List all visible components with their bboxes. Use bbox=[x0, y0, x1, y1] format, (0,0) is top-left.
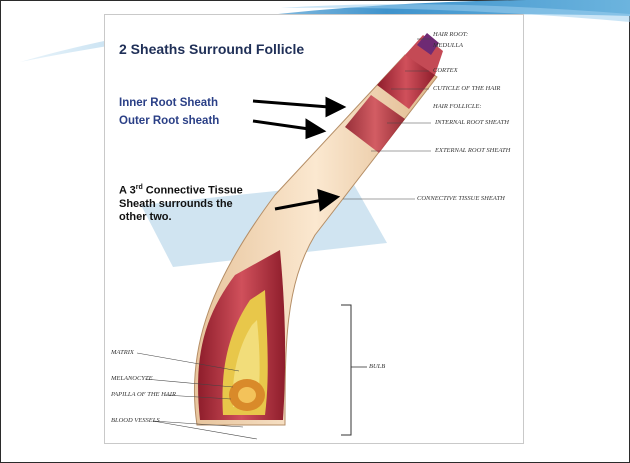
connective-tissue-note: A 3rd Connective Tissue Sheath surrounds… bbox=[119, 181, 299, 224]
outer-root-sheath-label: Outer Root sheath bbox=[119, 115, 219, 127]
label-connective-tissue-sheath: CONNECTIVE TISSUE SHEATH bbox=[417, 195, 505, 202]
label-bulb: BULB bbox=[369, 363, 385, 370]
label-hair-follicle: HAIR FOLLICLE: bbox=[433, 103, 482, 110]
inner-root-sheath-label: Inner Root Sheath bbox=[119, 97, 218, 109]
label-hair-root: HAIR ROOT: bbox=[433, 31, 468, 38]
label-cortex: CORTEX bbox=[433, 67, 458, 74]
note-line3: other two. bbox=[119, 211, 172, 223]
note-superscript: rd bbox=[136, 184, 143, 191]
follicle-illustration bbox=[105, 15, 523, 443]
label-cuticle: CUTICLE OF THE HAIR bbox=[433, 85, 500, 92]
label-medulla: MEDULLA bbox=[433, 42, 463, 49]
label-external-root-sheath: EXTERNAL ROOT SHEATH bbox=[435, 147, 510, 154]
label-melanocyte: MELANOCYTE bbox=[111, 375, 153, 382]
note-line1b: Connective Tissue bbox=[143, 185, 243, 197]
label-papilla: PAPILLA OF THE HAIR bbox=[111, 391, 176, 398]
label-internal-root-sheath: INTERNAL ROOT SHEATH bbox=[435, 119, 509, 126]
label-matrix: MATRIX bbox=[111, 349, 134, 356]
note-line2: Sheath surrounds the bbox=[119, 198, 233, 210]
hair-follicle-figure: 2 Sheaths Surround Follicle Inner Root S… bbox=[104, 14, 524, 444]
label-blood-vessels: BLOOD VESSELS bbox=[111, 417, 160, 424]
slide-title: 2 Sheaths Surround Follicle bbox=[119, 41, 304, 57]
note-line1a: A 3 bbox=[119, 185, 136, 197]
